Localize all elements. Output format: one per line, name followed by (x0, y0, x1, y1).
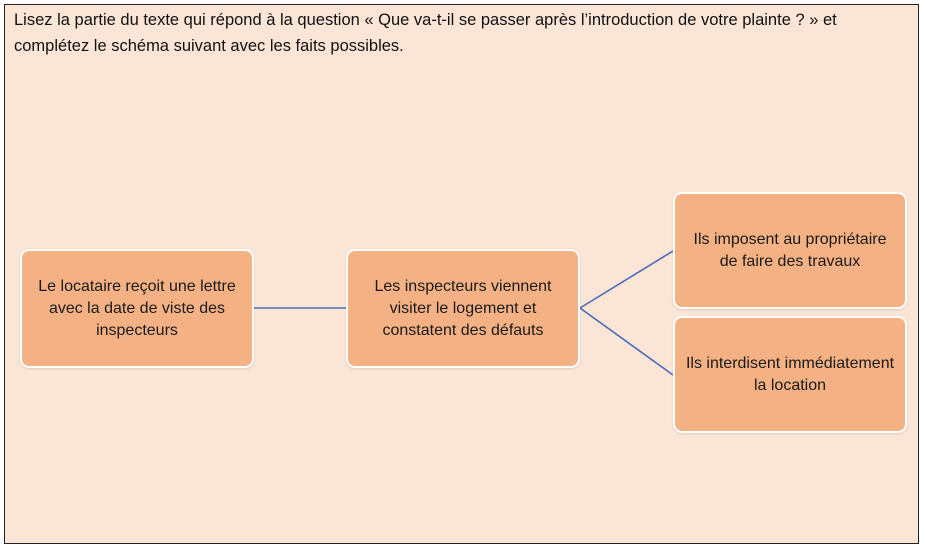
diagram-node-interdiction: Ils interdisent immédiatement la locatio… (673, 316, 907, 433)
node-label: Ils interdisent immédiatement la locatio… (685, 354, 895, 394)
node-label: Le locataire reçoit une lettre avec la d… (38, 277, 236, 339)
instruction-text: Lisez la partie du texte qui répond à la… (14, 11, 837, 55)
node-label: Les inspecteurs viennent visiter le loge… (374, 277, 552, 339)
diagram-node-visite: Les inspecteurs viennent visiter le loge… (346, 249, 580, 368)
diagram-node-lettre: Le locataire reçoit une lettre avec la d… (20, 249, 254, 368)
node-label: Ils imposent au propriétaire de faire de… (693, 230, 887, 270)
diagram-node-travaux: Ils imposent au propriétaire de faire de… (673, 192, 907, 309)
